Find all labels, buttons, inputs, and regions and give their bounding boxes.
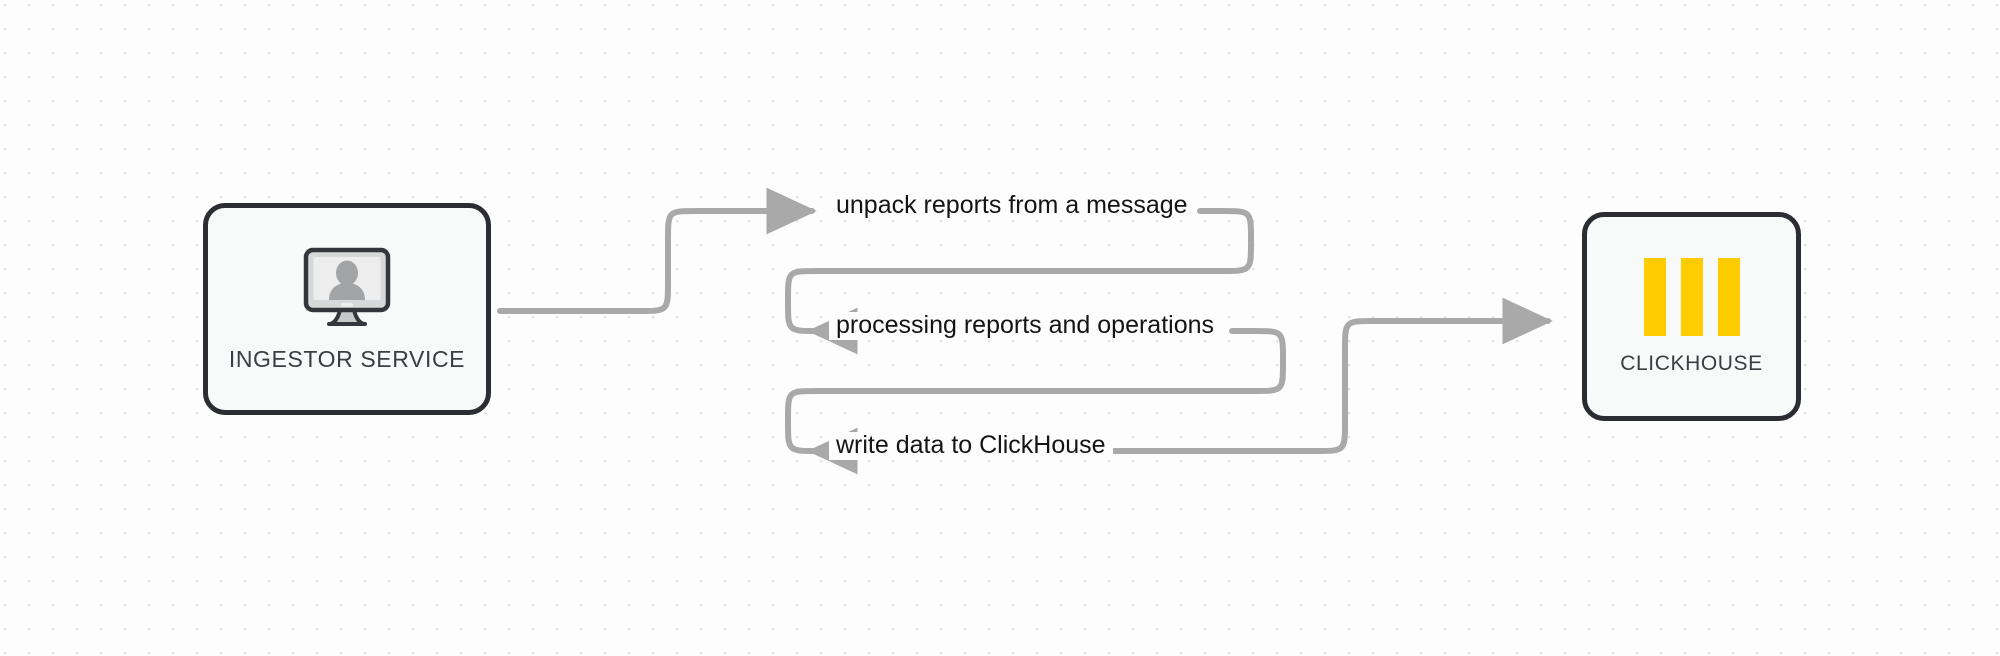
edge-label-unpack-reports: unpack reports from a message	[829, 191, 1195, 220]
clickhouse-bar-1	[1643, 257, 1666, 336]
node-ingestor-service[interactable]: INGESTOR SERVICE	[203, 203, 491, 415]
clickhouse-logo-icon	[1643, 257, 1740, 336]
node-clickhouse-label: CLICKHOUSE	[1620, 351, 1763, 375]
clickhouse-bar-2	[1680, 257, 1703, 336]
clickhouse-bar-3	[1717, 257, 1740, 336]
monitor-user-icon	[299, 246, 395, 330]
node-ingestor-label: INGESTOR SERVICE	[228, 345, 466, 372]
edge-path-write-to-clickhouse	[1109, 297, 1553, 454]
edge-label-processing-reports: processing reports and operations	[829, 311, 1222, 340]
edge-path-ingestor-to-unpack	[497, 187, 817, 314]
edge-label-write-data: write data to ClickHouse	[829, 431, 1113, 460]
node-clickhouse[interactable]: CLICKHOUSE	[1582, 212, 1801, 421]
